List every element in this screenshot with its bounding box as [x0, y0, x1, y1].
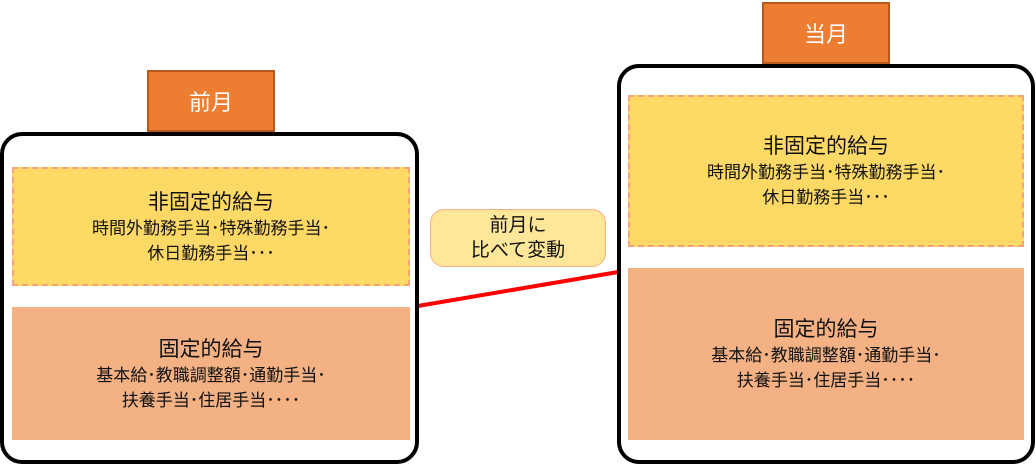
current-fixed-title: 固定的給与 — [773, 317, 879, 341]
current-non-fixed-line1: 時間外勤務手当･特殊勤務手当･ — [707, 163, 945, 183]
current-fixed-line1: 基本給･教職調整額･通勤手当･ — [711, 346, 941, 366]
change-note-line1: 前月に — [489, 214, 547, 236]
current-non-fixed-salary-box: 非固定的給与 時間外勤務手当･特殊勤務手当･ 休日勤務手当･･･ — [628, 95, 1024, 247]
current-fixed-line2: 扶養手当･住居手当････ — [736, 371, 916, 391]
current-non-fixed-line2: 休日勤務手当･･･ — [762, 188, 890, 208]
current-fixed-salary-box: 固定的給与 基本給･教職調整額･通勤手当･ 扶養手当･住居手当････ — [628, 268, 1024, 440]
current-month-label: 当月 — [803, 23, 848, 48]
change-connector-line — [405, 268, 631, 310]
previous-month-label: 前月 — [188, 91, 233, 116]
current-month-tab: 当月 — [762, 2, 890, 64]
previous-month-tab: 前月 — [147, 70, 275, 132]
current-non-fixed-title: 非固定的給与 — [763, 134, 889, 158]
previous-non-fixed-line2: 休日勤務手当･･･ — [147, 243, 275, 264]
previous-non-fixed-title: 非固定的給与 — [148, 189, 274, 214]
previous-fixed-line2: 扶養手当･住居手当････ — [121, 390, 301, 411]
previous-fixed-line1: 基本給･教職調整額･通勤手当･ — [96, 365, 326, 386]
change-note-bubble: 前月に 比べて変動 — [430, 209, 606, 267]
change-note-line2: 比べて変動 — [470, 239, 566, 261]
previous-non-fixed-line1: 時間外勤務手当･特殊勤務手当･ — [92, 218, 330, 239]
previous-fixed-title: 固定的給与 — [158, 336, 264, 361]
previous-non-fixed-salary-box: 非固定的給与 時間外勤務手当･特殊勤務手当･ 休日勤務手当･･･ — [12, 167, 410, 286]
previous-fixed-salary-box: 固定的給与 基本給･教職調整額･通勤手当･ 扶養手当･住居手当････ — [12, 307, 410, 440]
